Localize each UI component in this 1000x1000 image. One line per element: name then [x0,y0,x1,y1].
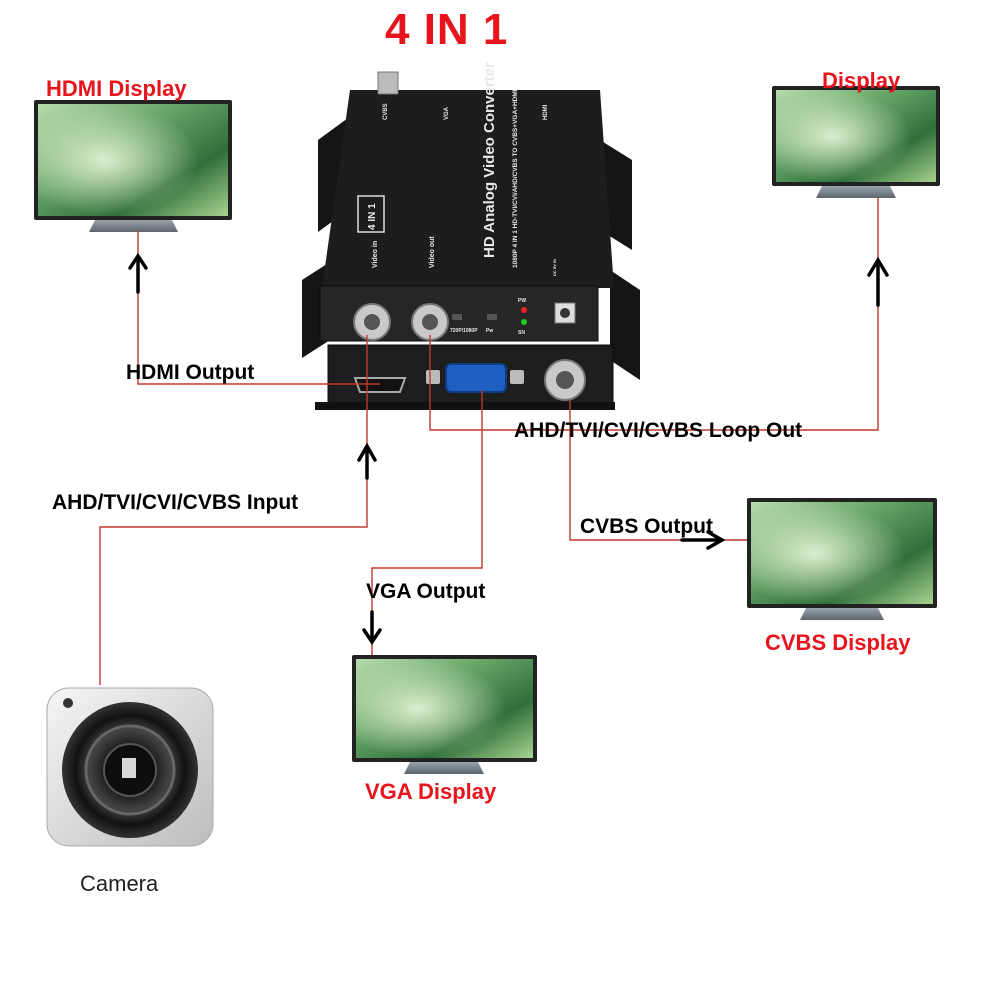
led-sn-label: SN [518,330,525,336]
arrow-down-vga-icon [362,610,382,646]
device-badge-text: 4 IN 1 [367,203,378,230]
device-name-text: HD Analog Video Converter [481,62,498,258]
diagram-title: 4 IN 1 [385,5,509,54]
dc-label: DC 5V IN [552,259,557,276]
loop-display-monitor [772,86,940,198]
hdmi-display-monitor [34,100,232,232]
vga-port [426,363,524,393]
hdmi-display-label: HDMI Display [46,76,187,101]
converter-device [302,71,640,410]
port-video-out-label: Video out [429,236,436,268]
cvbs-display-monitor [747,498,937,620]
top-cvbs-label: CVBS [383,103,389,120]
loop-display-label: Display [822,68,901,93]
port-video-in-label: Video in [372,241,379,268]
cvbs-out-bnc-port [544,359,586,401]
device-labels: HD Analog Video Converter 1080P 4 IN 1 H… [367,62,557,336]
input-label: AHD/TVI/CVI/CVBS Input [52,491,299,514]
switch-pw-label: Pw [486,328,493,334]
led-pw-label: PW [518,298,526,304]
video-in-bnc-port [353,303,391,341]
switch-res-label: 720P/1080P [450,328,478,334]
arrow-up-input-icon [357,442,377,480]
top-vga-label: VGA [444,106,450,120]
camera-caption: Camera [80,871,159,896]
camera-icon [46,687,214,847]
top-hdmi-label: HDMI [543,104,549,120]
direction-arrows [128,252,889,646]
cvbs-display-label: CVBS Display [765,630,911,655]
cvbs-output-label: CVBS Output [580,515,713,538]
vga-output-label: VGA Output [366,580,486,603]
loop-out-label: AHD/TVI/CVI/CVBS Loop Out [514,419,803,442]
arrow-right-cvbs-icon [680,530,726,550]
arrow-up-loop-icon [867,256,889,307]
device-subtitle-text: 1080P 4 IN 1 HD-TVI/CVI/AHD/CVBS TO CVBS… [512,89,519,268]
vga-display-label: VGA Display [365,779,497,804]
vga-display-monitor [352,655,537,774]
video-out-bnc-port [411,303,449,341]
hdmi-port [353,377,407,393]
arrow-up-hdmi-icon [128,252,148,294]
hdmi-output-label: HDMI Output [126,361,255,384]
